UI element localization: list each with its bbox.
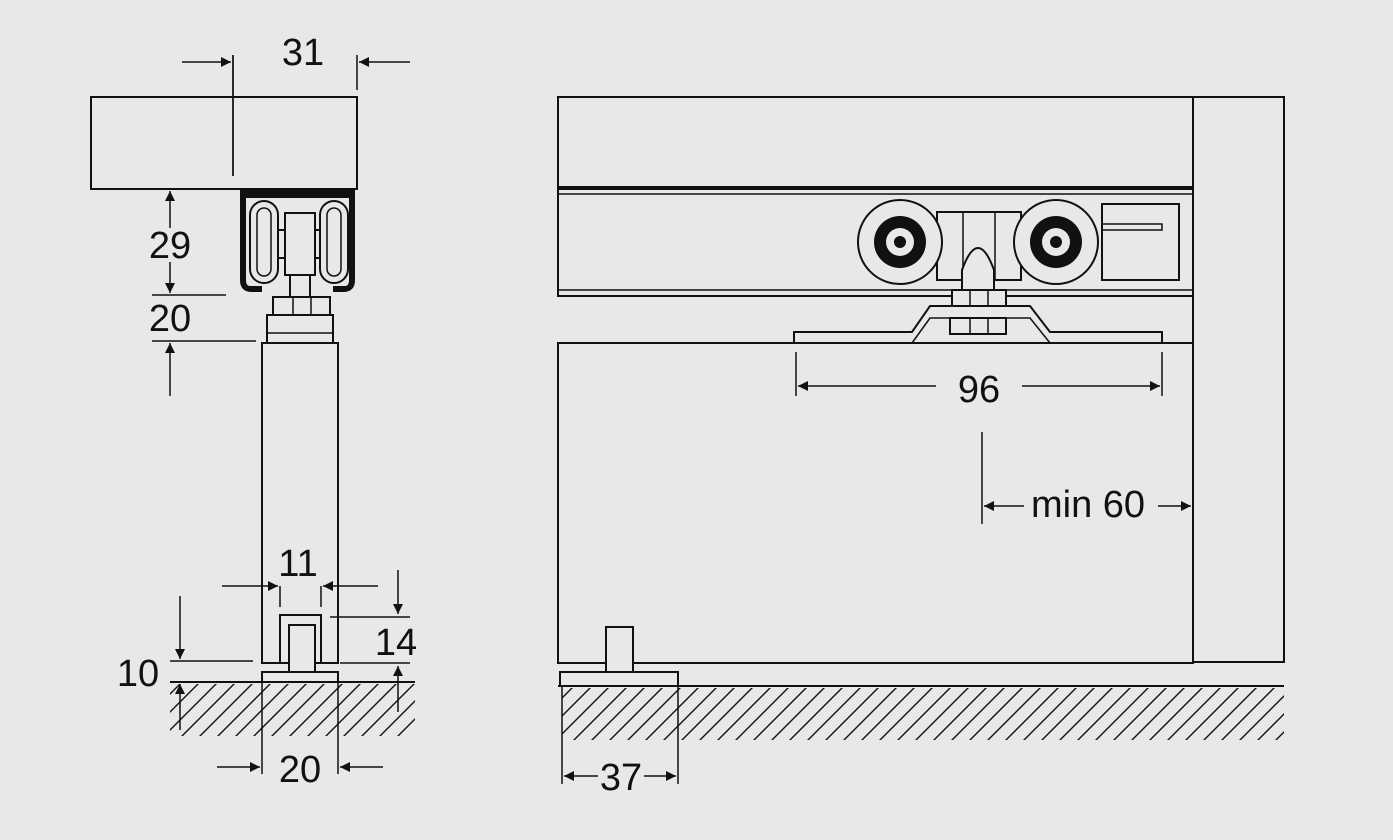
dim-20-hanger: 20: [149, 298, 191, 340]
door-edge: [261, 342, 339, 664]
end-stop: [1101, 203, 1180, 281]
dim-11: 11: [278, 543, 317, 585]
dim-29: 29: [149, 225, 191, 267]
front-floor-guide-pin: [605, 626, 634, 673]
floor-guide-pin: [288, 624, 316, 673]
dim-31: 31: [282, 32, 324, 74]
trolley: [857, 199, 1180, 307]
dim-14: 14: [375, 622, 417, 664]
door-panel: [557, 342, 1194, 664]
front-floor-hatch: [562, 688, 1284, 740]
side-view: 31 29 20 11 14 10 20: [90, 32, 417, 791]
dim-96: 96: [958, 369, 1000, 411]
wall: [1192, 96, 1285, 663]
dim-37: 37: [600, 757, 642, 799]
floor-hatch: [170, 684, 415, 736]
dim-min-60: min 60: [1031, 484, 1145, 526]
track-profile: [240, 189, 355, 344]
front-ceiling: [557, 96, 1194, 188]
floor-guide-base: [261, 671, 339, 683]
front-view: 96 min 60 37: [557, 96, 1285, 799]
dim-20-base: 20: [279, 749, 321, 791]
dim-10: 10: [117, 653, 159, 695]
ceiling-block: [90, 96, 358, 190]
front-floor-guide-base: [559, 671, 679, 687]
